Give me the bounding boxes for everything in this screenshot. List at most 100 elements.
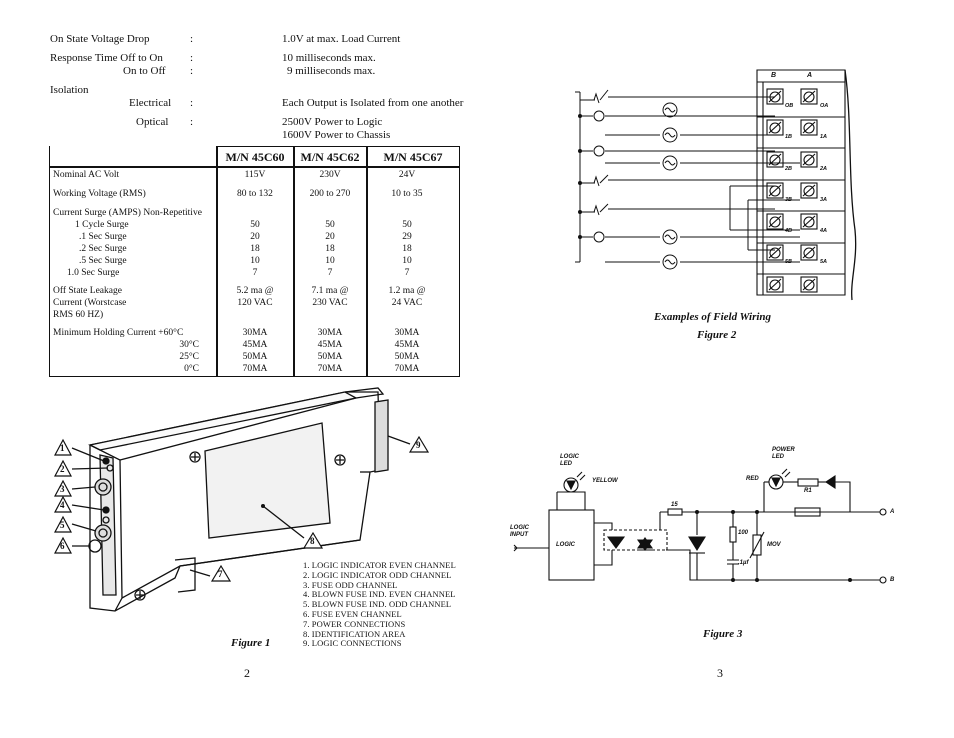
table-row-label: Current Surge (AMPS) Non-Repetitive (53, 208, 202, 218)
table-cell: 18 (250, 244, 260, 254)
figure-2-caption-title: Examples of Field Wiring (654, 311, 772, 323)
table-row-label: Working Voltage (RMS) (53, 189, 146, 199)
table-cell: 18 (402, 244, 412, 254)
callout-number: 7 (218, 569, 223, 579)
table-cell: 70MA (317, 364, 343, 374)
terminal-label: 1A (820, 134, 828, 140)
table-cell: 29 (402, 232, 412, 242)
spec-value: 10 milliseconds max. (282, 52, 376, 64)
terminal-a-label: A (890, 509, 895, 515)
table-cell: 50 (325, 220, 335, 230)
table-row-label: Nominal AC Volt (53, 170, 120, 180)
table-cell: 7 (252, 268, 258, 278)
table-row-label: 1 Cycle Surge (75, 220, 129, 230)
terminal-label: 3B (785, 197, 793, 203)
spec-label: Isolation (50, 84, 89, 96)
table-cell: 70MA (242, 364, 268, 374)
col-header: M/N 45C60 (225, 150, 285, 164)
terminal-label: OB (785, 103, 794, 109)
spec-label: Electrical (129, 97, 172, 109)
col-divider (216, 146, 218, 377)
table-cell: 230 VAC (312, 298, 348, 308)
terminal-label: 4A (820, 228, 828, 234)
page-number-right: 3 (717, 666, 723, 680)
r100-label: 100 (738, 530, 749, 536)
terminal-label: 4B (785, 228, 793, 234)
legend-item: 7. POWER CONNECTIONS (303, 618, 406, 629)
table-cell: 1.2 ma @ (388, 286, 426, 296)
table-cell: 10 (402, 256, 412, 266)
table-cell: 115V (244, 170, 266, 180)
table-cell: 5.2 ma @ (236, 286, 274, 296)
callout-number: 3 (60, 484, 65, 494)
table-row-label: .1 Sec Surge (79, 232, 127, 242)
terminal-screw-head (769, 247, 781, 259)
callout-number: 4 (60, 500, 65, 510)
table-row-label: 0°C (184, 364, 199, 374)
table-row-label: .5 Sec Surge (79, 256, 127, 266)
spec-label: Response Time Off to On (50, 52, 163, 64)
table-cell: 7.1 ma @ (311, 286, 349, 296)
callout-number: 8 (310, 536, 315, 546)
col-header: M/N 45C62 (300, 150, 360, 164)
logic-input-label: LOGIC INPUT (510, 525, 529, 538)
terminal-screw-head (769, 122, 781, 134)
terminal-screw-head (803, 279, 815, 291)
table-cell: 45MA (317, 340, 343, 350)
table-cell: 50 (402, 220, 412, 230)
spec-label: Optical (136, 116, 169, 128)
table-cell: 50 (250, 220, 260, 230)
table-row-label: 30°C (179, 340, 199, 350)
terminal-header-b: B (771, 72, 777, 79)
table-row-label: .2 Sec Surge (79, 244, 127, 254)
terminal-screw-head (803, 216, 815, 228)
table-cell: 30MA (394, 328, 420, 338)
table-cell: 50MA (317, 352, 343, 362)
table-cell: 80 to 132 (237, 189, 273, 199)
table-cell: 50MA (394, 352, 420, 362)
terminal-label: 2A (820, 166, 828, 172)
figure-3-caption: Figure 3 (703, 628, 743, 640)
callout-number: 2 (60, 464, 65, 474)
table-cell: 10 (325, 256, 335, 266)
terminal-label: 2B (785, 166, 793, 172)
table-row-label: 25°C (179, 352, 199, 362)
header-rule (49, 166, 460, 168)
table-row-label: Current (Worstcase (53, 298, 127, 308)
logic-block-label: LOGIC (556, 542, 575, 548)
table-cell: 30MA (317, 328, 343, 338)
table-row-label: 1.0 Sec Surge (67, 268, 120, 278)
table-cell: 7 (327, 268, 333, 278)
terminal-screw-head (769, 154, 781, 166)
callout-number: 5 (60, 520, 65, 530)
terminal-screw-head (803, 91, 815, 103)
table-cell: 20 (325, 232, 335, 242)
table-cell: 10 (250, 256, 260, 266)
spec-value: 2500V Power to Logic (282, 116, 383, 128)
table-cell: 7 (404, 268, 410, 278)
table-cell: 24 VAC (391, 298, 423, 308)
table-row-label: Off State Leakage (53, 286, 122, 296)
terminal-label: OA (820, 103, 829, 109)
mov-label: MOV (767, 542, 781, 548)
spec-label: On to Off (123, 65, 166, 77)
table-cell: 18 (325, 244, 335, 254)
terminal-label: 5B (785, 259, 793, 265)
terminal-screw-head (803, 122, 815, 134)
legend-item: 6. FUSE EVEN CHANNEL (303, 608, 402, 619)
table-cell: 70MA (394, 364, 420, 374)
callout-number: 6 (60, 541, 65, 551)
table-cell: 45MA (394, 340, 420, 350)
table-row-label: RMS 60 HZ) (53, 310, 104, 320)
page-number-left: 2 (244, 666, 250, 680)
logic-led-label: LOGIC LED (560, 454, 579, 467)
terminal-label: 3A (820, 197, 828, 203)
legend-item: 4. BLOWN FUSE IND. EVEN CHANNEL (303, 589, 456, 600)
yellow-label: YELLOW (592, 478, 618, 484)
figure-1-caption: Figure 1 (231, 637, 271, 649)
callout-number: 9 (416, 440, 421, 450)
spec-value: 9 milliseconds max. (287, 65, 376, 77)
